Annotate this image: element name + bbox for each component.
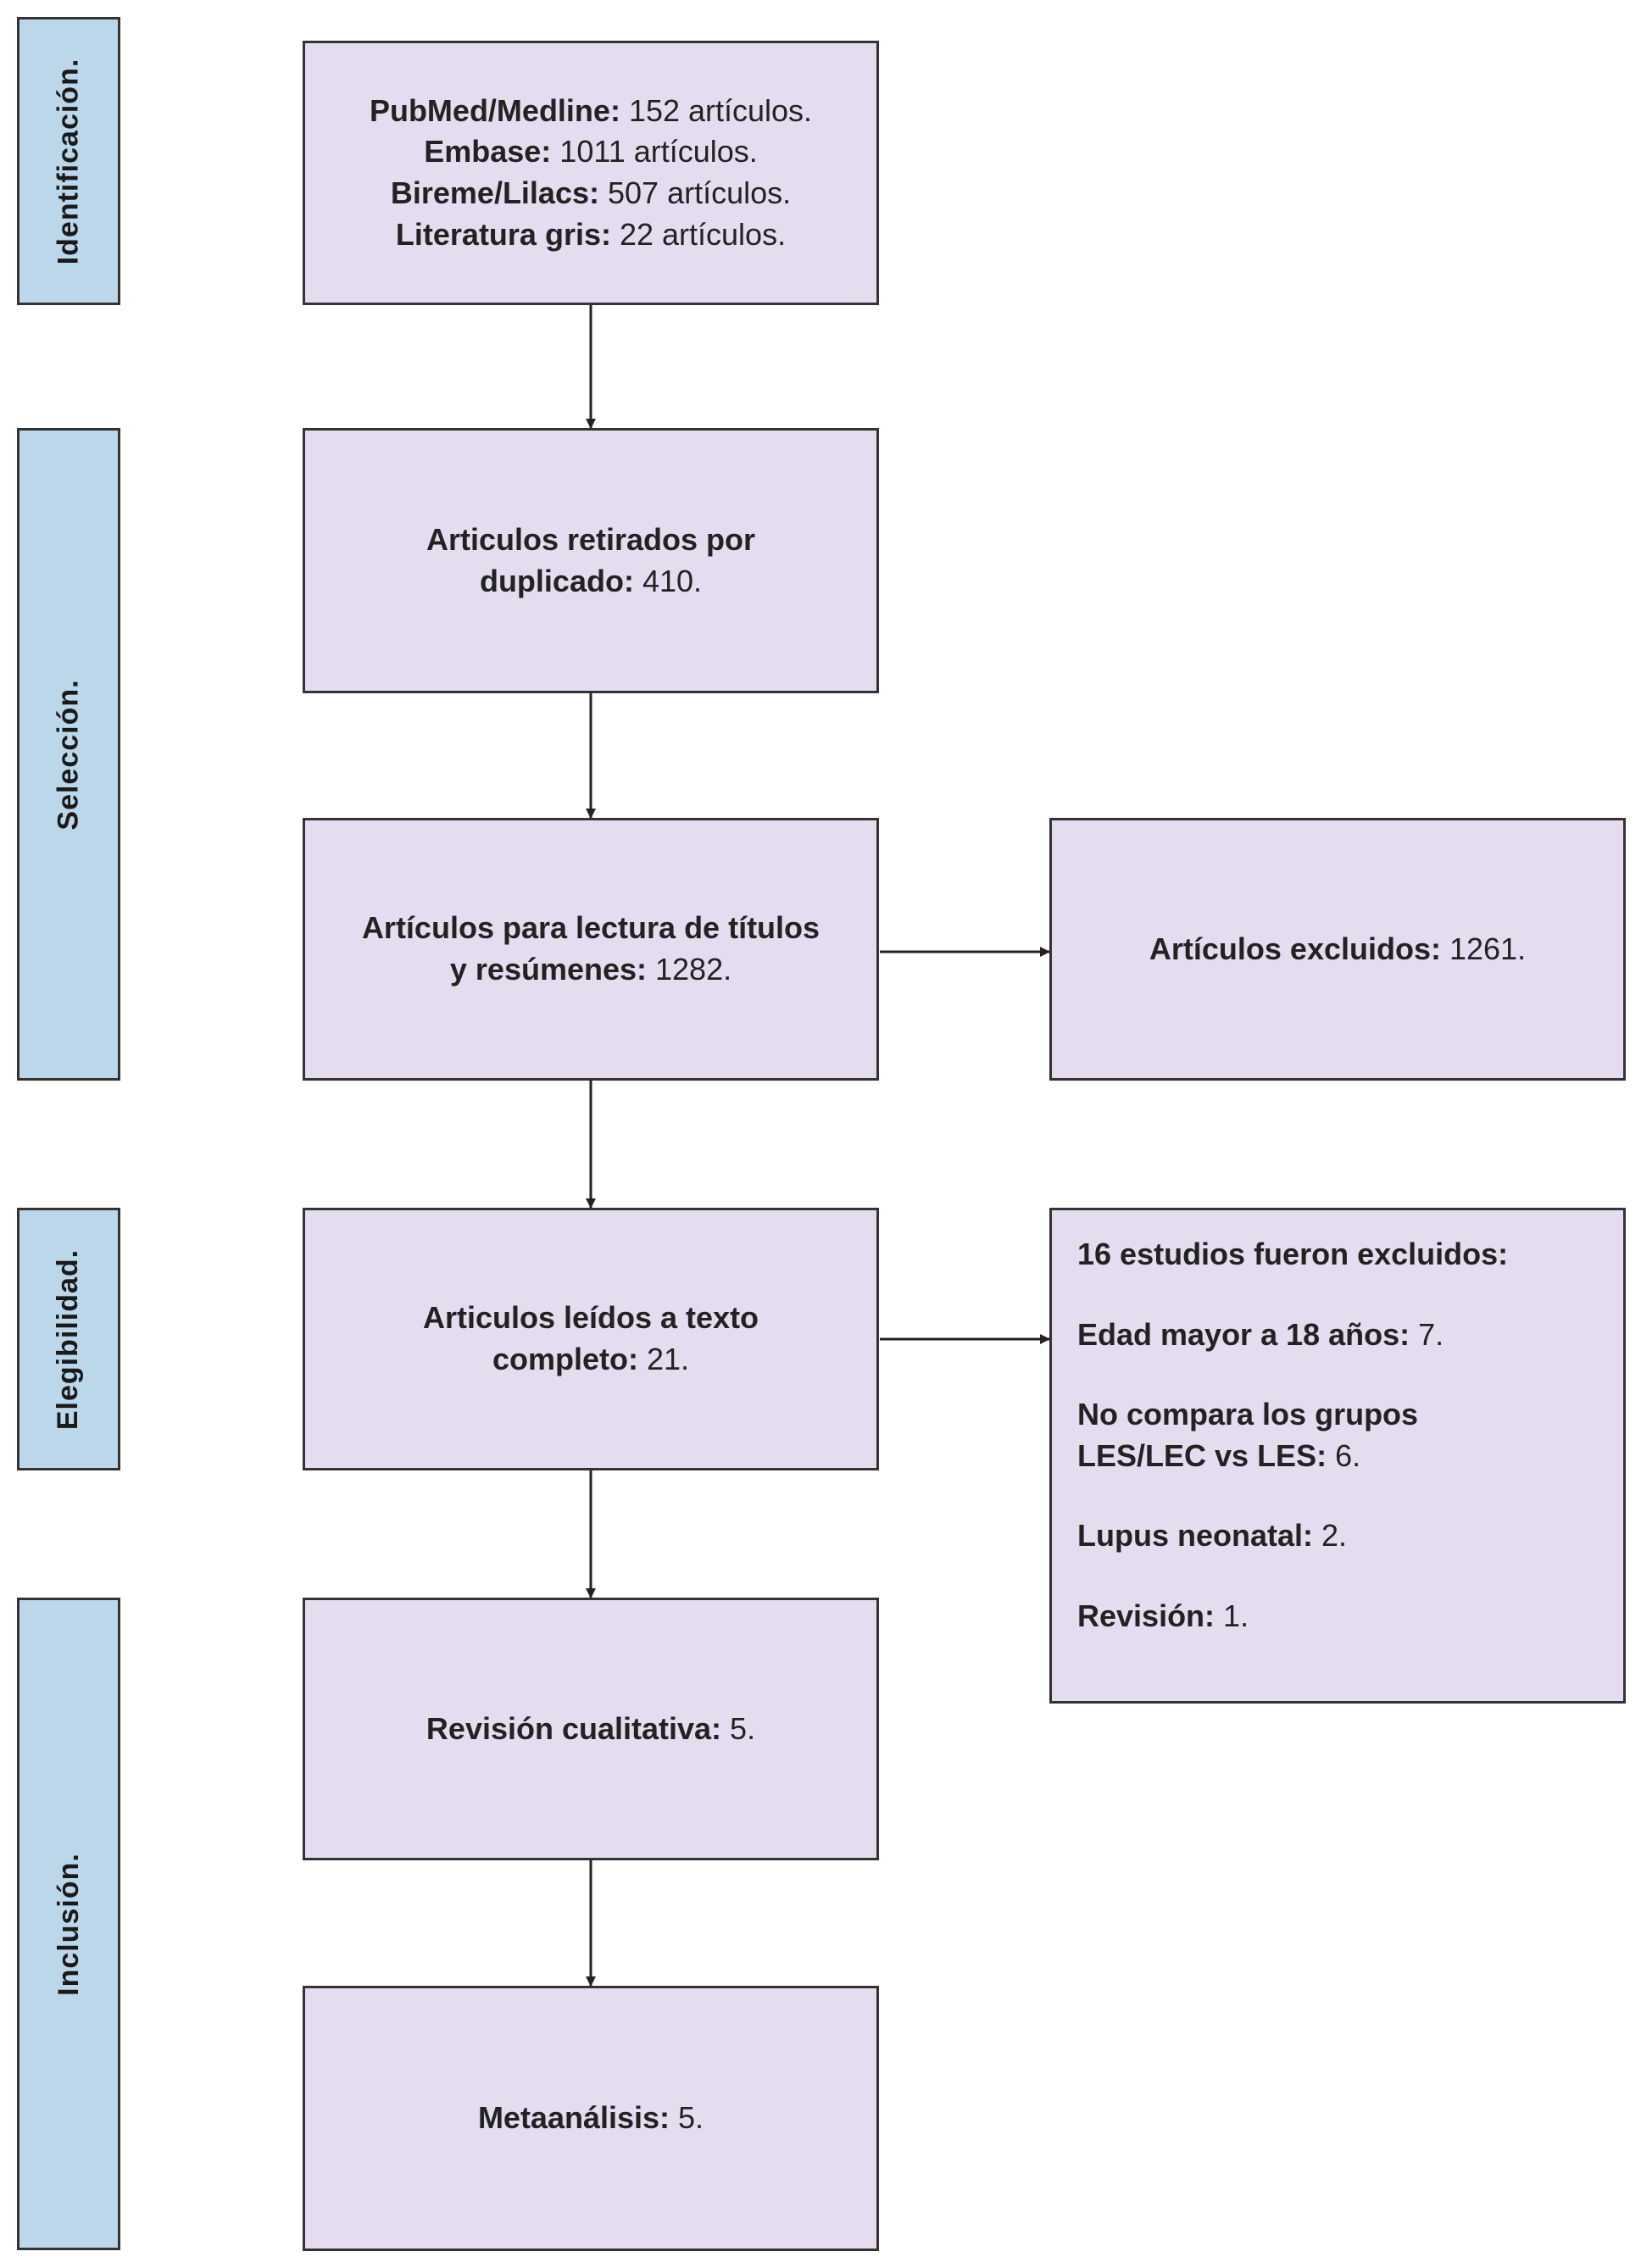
screening-line-1: Artículos para lectura de títulos — [361, 910, 820, 946]
stage-elegibilidad: Elegibilidad. — [17, 1208, 120, 1470]
meta-line: Metaanálisis: 5. — [477, 2100, 704, 2136]
source-embase: Embase: 1011 artículos. — [424, 134, 758, 170]
sources-box: PubMed/Medline: 152 artículos. Embase: 1… — [303, 41, 879, 305]
qualitative-box: Revisión cualitativa: 5. — [303, 1598, 879, 1860]
duplicates-box: Articulos retirados por duplicado: 410. — [303, 428, 879, 693]
exclusion-age: Edad mayor a 18 años: 7. — [1077, 1316, 1444, 1352]
fulltext-line-2: completo: 21. — [492, 1342, 690, 1376]
screening-line-2: y resúmenes: 1282. — [449, 952, 732, 987]
duplicates-line-1: Articulos retirados por — [426, 521, 756, 557]
fulltext-line-1: Articulos leídos a texto — [422, 1300, 759, 1336]
excluded-screening-box: Artículos excluidos: 1261. — [1049, 818, 1626, 1081]
screening-box: Artículos para lectura de títulos y resú… — [303, 818, 879, 1081]
exclusion-neonatal: Lupus neonatal: 2. — [1077, 1518, 1348, 1554]
source-grey-literature: Literatura gris: 22 artículos. — [395, 216, 787, 252]
source-bireme: Bireme/Lilacs: 507 artículos. — [390, 175, 792, 210]
excluded-fulltext-box: 16 estudios fueron excluidos: Edad mayor… — [1049, 1208, 1626, 1704]
fulltext-box: Articulos leídos a texto completo: 21. — [303, 1208, 879, 1470]
duplicates-line-2: duplicado: 410. — [479, 563, 703, 598]
stage-seleccion: Selección. — [17, 428, 120, 1081]
exclusion-total: 16 estudios fueron excluidos: — [1077, 1237, 1509, 1271]
qualitative-line: Revisión cualitativa: 5. — [426, 1710, 756, 1746]
excluded-screening-line: Artículos excluidos: 1261. — [1149, 931, 1527, 966]
stage-inclusion: Inclusión. — [17, 1598, 120, 2250]
source-pubmed: PubMed/Medline: 152 artículos. — [369, 92, 813, 128]
meta-analysis-box: Metaanálisis: 5. — [303, 1986, 879, 2251]
exclusion-groups: No compara los grupos LES/LEC vs LES: 6. — [1077, 1397, 1419, 1473]
exclusion-review: Revisión: 1. — [1077, 1598, 1249, 1633]
stage-identificacion: Identificación. — [17, 17, 120, 305]
